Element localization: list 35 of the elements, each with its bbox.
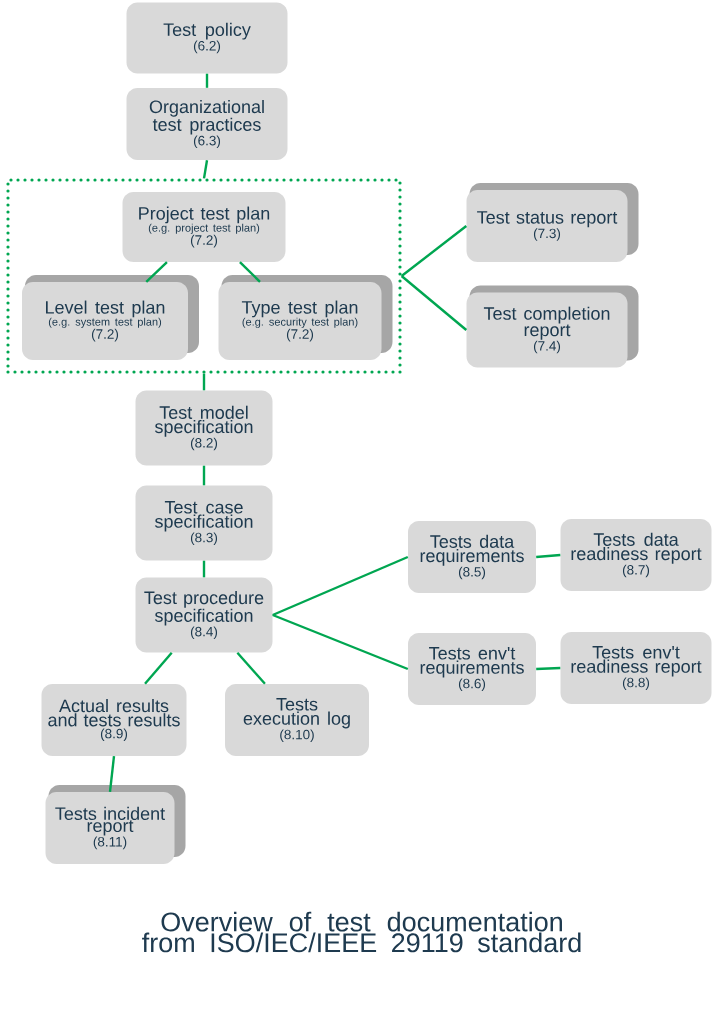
connector-line [108, 756, 116, 792]
connector-line [536, 666, 561, 671]
stacked-document-box: Test status report (7.3) [466, 183, 639, 262]
connector-line [239, 261, 261, 283]
document-box: Test policy (6.2) [126, 2, 288, 74]
connector-line [400, 275, 468, 331]
connector-line [145, 261, 168, 283]
document-box: Project test plan (e.g. project test plan) (7.2) [122, 192, 286, 262]
document-box: Tests data readiness report (8.7) [560, 519, 712, 591]
stacked-document-box: Level test plan (e.g. system test plan) (7.2) [22, 275, 199, 360]
document-box: Tests env't requirements (8.6) [408, 633, 536, 705]
stacked-document-box: Test completion report (7.4) [466, 285, 639, 368]
connector-line [272, 555, 409, 617]
document-box: Actual results and tests results (8.9) [41, 684, 187, 756]
connector-line [536, 553, 561, 559]
dotted-frame [6, 178, 402, 374]
document-box: Tests env't readiness report (8.8) [560, 632, 712, 704]
document-box: Tests data requirements (8.5) [408, 521, 536, 593]
connector-line [272, 613, 409, 671]
stacked-document-box: Tests incident report (8.11) [45, 785, 186, 864]
document-box: Test model specification (8.2) [135, 390, 273, 466]
connector-line [202, 560, 206, 578]
stacked-document-box: Type test plan (e.g. security test plan) (7.2) [218, 275, 393, 360]
connector-line [400, 225, 468, 277]
connector-line [144, 651, 173, 685]
connector-line [202, 160, 209, 179]
connector-line [205, 73, 209, 88]
document-box: Tests execution log (8.10) [225, 684, 369, 756]
connector-line [236, 651, 266, 685]
document-box: Organizational test practices (6.3) [126, 88, 288, 160]
document-box: Test case specification (8.3) [135, 485, 273, 561]
caption: Overview of test documentation from ISO/IEC/IEEE 29119 standard [142, 911, 581, 953]
document-box: Test procedure specification (8.4) [135, 577, 273, 653]
connector-line [202, 373, 206, 391]
connector-line [202, 465, 206, 486]
